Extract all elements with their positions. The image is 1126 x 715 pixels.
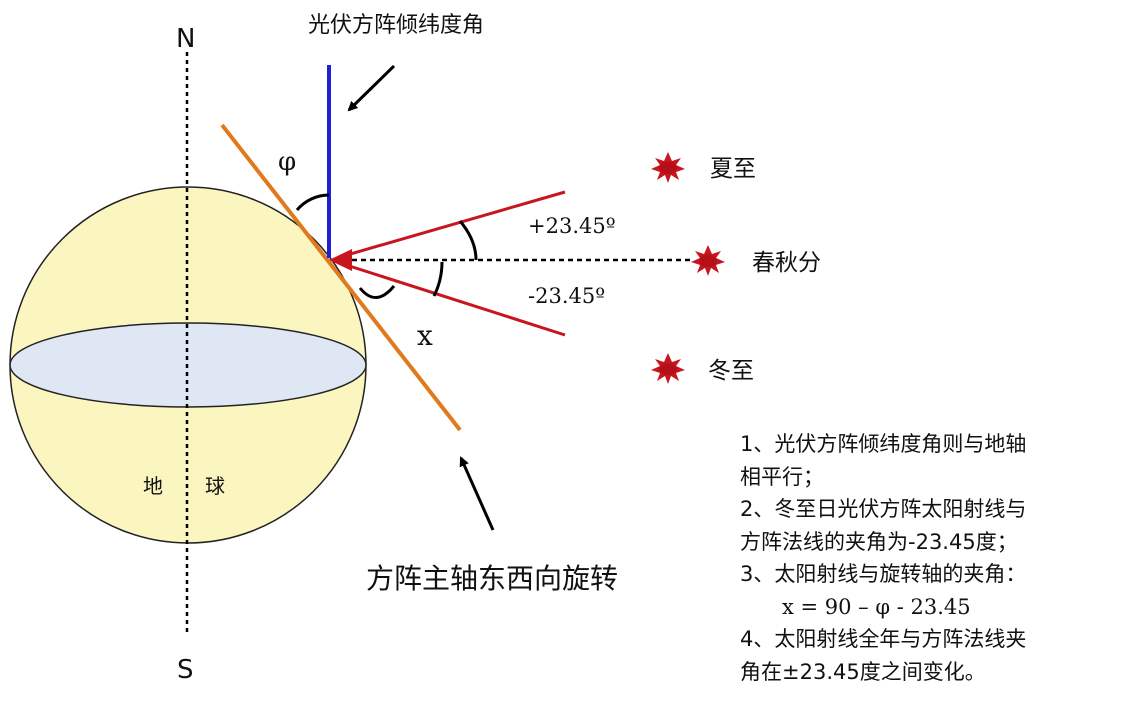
earth-label-right: 球 — [205, 474, 225, 498]
south-label: S — [177, 655, 194, 685]
note-line-1: 1、光伏方阵倾纬度角则与地轴 — [740, 432, 1027, 456]
sun-icon-summer — [651, 152, 685, 183]
note-line-5: 3、太阳射线与旋转轴的夹角： — [740, 562, 1027, 586]
ray-arrowhead — [329, 249, 352, 271]
equinox-label: 春秋分 — [752, 250, 821, 276]
summer-label: 夏至 — [710, 156, 756, 182]
phi-angle-arc — [295, 193, 330, 212]
sun-icon-winter — [651, 353, 685, 384]
north-label: N — [176, 24, 195, 54]
phi-label: φ — [278, 147, 296, 177]
winter-ray — [339, 261, 566, 337]
explanation-notes: 1、光伏方阵倾纬度角则与地轴 相平行； 2、冬至日光伏方阵太阳射线与 方阵法线的… — [740, 428, 1120, 688]
note-formula: x = 90 – φ - 23.45 — [782, 594, 971, 619]
rotation-axis-label: 方阵主轴东西向旋转 — [366, 562, 618, 595]
plus-angle-arc — [458, 220, 478, 261]
note-line-3: 2、冬至日光伏方阵太阳射线与 — [740, 497, 1027, 521]
earth-label-left: 地 — [143, 474, 163, 498]
note-line-8: 角在±23.45度之间变化。 — [740, 659, 986, 684]
x-label: x — [417, 319, 433, 352]
note-line-2: 相平行； — [740, 464, 824, 489]
panel-title-label: 光伏方阵倾纬度角 — [308, 13, 484, 38]
rotation-pointer-arrow — [459, 456, 495, 531]
plus-angle-label: +23.45º — [528, 214, 616, 238]
minus-angle-arc — [432, 261, 444, 297]
note-line-4: 方阵法线的夹角为-23.45度； — [740, 529, 1018, 554]
minus-angle-label: -23.45º — [528, 284, 605, 308]
summer-ray — [339, 190, 566, 259]
panel-plane-line — [220, 123, 462, 432]
note-line-7: 4、太阳射线全年与方阵法线夹 — [740, 627, 1027, 651]
x-angle-arc — [358, 285, 396, 299]
sun-icon-equinox — [691, 245, 725, 276]
title-pointer-arrow — [347, 64, 396, 112]
winter-label: 冬至 — [708, 358, 754, 384]
